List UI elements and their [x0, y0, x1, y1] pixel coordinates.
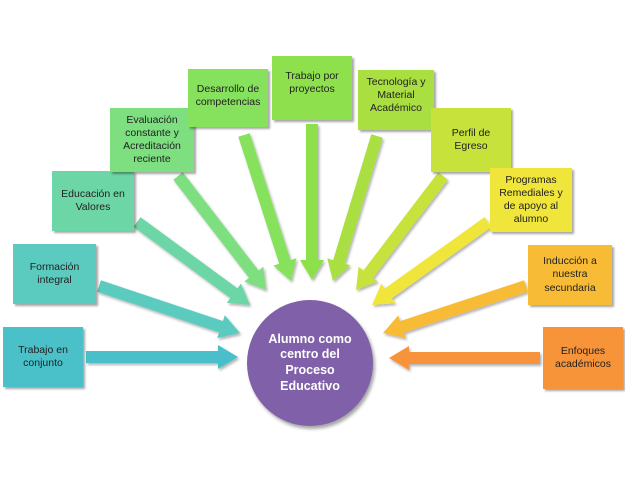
arrow-trabajo-por-proyectos	[300, 124, 324, 280]
arrow-trabajo-en-conjunto	[86, 345, 238, 369]
node-label: Trabajo en conjunto	[18, 343, 68, 369]
node-label: Desarrollo de competencias	[195, 83, 261, 109]
node-label: Enfoques académicos	[554, 344, 612, 370]
node-label: Evaluación constante y Acreditación reci…	[123, 113, 181, 166]
node-formacion-integral: Formación integral	[13, 244, 96, 304]
center-label: Alumno como centro del Proceso Educativo	[268, 331, 352, 393]
node-label: Educación en Valores	[61, 187, 125, 213]
arrow-tecnologia-y-material	[327, 134, 383, 281]
node-enfoques-academicos: Enfoques académicos	[543, 327, 623, 389]
node-label: Trabajo por proyectos	[285, 70, 339, 96]
node-label: Programas Remediales y de apoyo al alumn…	[499, 173, 563, 226]
arrow-formacion-integral	[97, 280, 240, 339]
node-label: Perfil de Egreso	[451, 126, 491, 152]
node-evaluacion-constante: Evaluación constante y Acreditación reci…	[110, 108, 194, 172]
node-label: Inducción a nuestra secundaria	[543, 255, 597, 294]
arrow-perfil-de-egreso	[356, 172, 448, 290]
node-perfil-de-egreso: Perfil de Egreso	[431, 108, 511, 172]
node-educacion-en-valores: Educación en Valores	[52, 171, 134, 231]
node-induccion-a-nuestra-secundaria: Inducción a nuestra secundaria	[528, 245, 612, 305]
arrow-induccion-a-nuestra-secundaria	[383, 280, 528, 339]
node-label: Formación integral	[29, 260, 80, 286]
arrow-programas-remediales	[372, 217, 492, 305]
node-desarrollo-de-competencias: Desarrollo de competencias	[188, 69, 268, 127]
arrow-desarrollo-de-competencias	[238, 133, 297, 281]
node-tecnologia-y-material: Tecnología y Material Académico	[358, 70, 434, 130]
node-label: Tecnología y Material Académico	[366, 76, 426, 115]
arrow-enfoques-academicos	[389, 346, 540, 370]
node-programas-remediales: Programas Remediales y de apoyo al alumn…	[490, 168, 572, 232]
center-circle: Alumno como centro del Proceso Educativo	[247, 300, 373, 426]
arrow-educacion-en-valores	[133, 217, 250, 305]
node-trabajo-en-conjunto: Trabajo en conjunto	[3, 327, 83, 387]
arrow-evaluacion-constante	[173, 172, 266, 290]
node-trabajo-por-proyectos: Trabajo por proyectos	[272, 56, 352, 120]
